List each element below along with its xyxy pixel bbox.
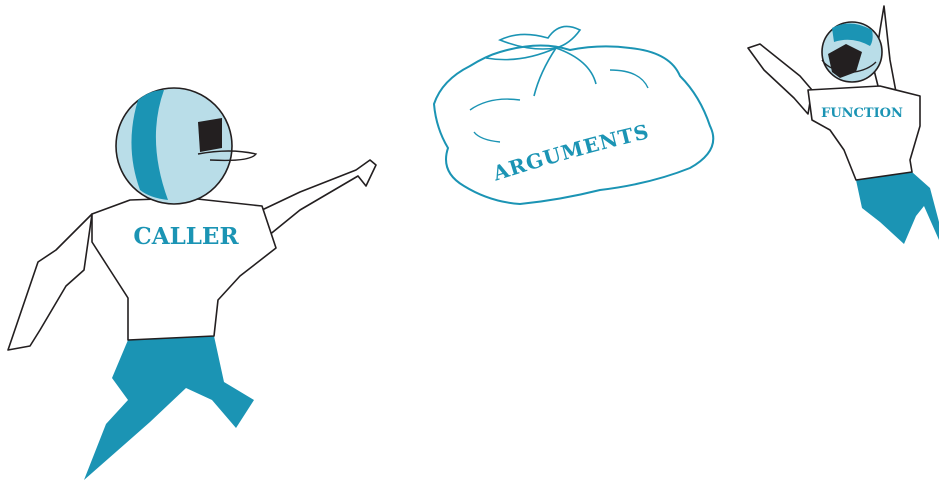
caller-legs xyxy=(84,336,254,480)
arguments-sack-icon: ARGUMENTS xyxy=(434,26,713,204)
function-figure-icon: FUNCTION xyxy=(748,6,939,244)
caller-label: CALLER xyxy=(133,223,239,250)
caller-torso xyxy=(92,198,276,340)
caller-throwing-arm xyxy=(262,160,376,236)
function-torso xyxy=(808,86,920,180)
caller-back-arm xyxy=(8,214,92,350)
sack-body xyxy=(434,45,713,204)
caller-visor xyxy=(198,118,222,152)
function-legs xyxy=(856,172,939,244)
function-left-arm xyxy=(748,44,812,114)
function-label: FUNCTION xyxy=(821,106,903,121)
caller-figure-icon: CALLER xyxy=(8,88,376,480)
